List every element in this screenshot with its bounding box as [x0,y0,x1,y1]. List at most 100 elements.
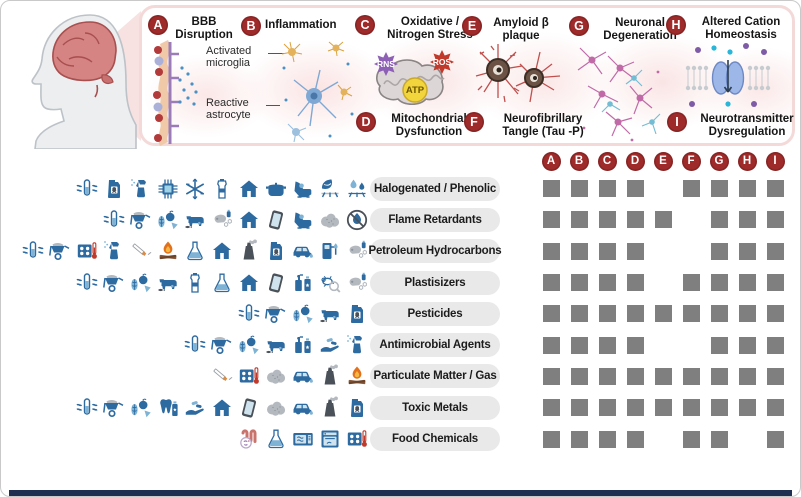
reactive-astrocyte-leader-line [266,105,280,107]
mechanism-b: B Inflammation [241,16,337,36]
activated-microglia-leader-line [268,53,284,55]
matrix-row: Plastisizers [3,267,800,298]
water-test-icon [74,270,100,296]
cell-D [621,180,649,198]
cell-A [537,211,565,229]
cell-B [565,274,593,292]
column-slot-H: H [733,151,761,171]
stove-icon [236,363,262,389]
bottom-bar [9,490,792,496]
mechanism-marker-B [570,180,588,198]
cell-G [705,274,733,292]
house-icon [236,270,262,296]
bbb-disruption-illustration [153,40,198,146]
mechanism-e: E Amyloid β plaque [462,16,556,42]
cell-I [761,367,789,385]
stove-icon [344,426,370,452]
mechanism-marker-I [766,211,784,229]
amyloid-plaque-illustration [475,44,561,103]
column-letter-E: E [653,151,673,171]
mechanism-h-badge: H [666,15,686,35]
mechanism-marker-G [710,211,728,229]
row-label-pill: Pesticides [370,301,500,326]
mechanism-marker-A [542,211,560,229]
mechanism-c: C Oxidative / Nitrogen Stress [355,15,481,41]
cell-C [593,242,621,260]
spray-bottle-icon [344,332,370,358]
mechanism-marker-A [542,367,560,385]
cell-B [565,399,593,417]
mechanism-marker-A [542,430,560,448]
mechanism-marker-G [710,430,728,448]
factory-icon [317,363,343,389]
cell-G [705,336,733,354]
water-test-icon [74,176,100,202]
cell-H [733,242,761,260]
mitochondria-illustration [374,50,454,106]
cell-C [593,180,621,198]
mechanism-marker-A [542,274,560,292]
cell-G [705,399,733,417]
mechanism-g: G Neuronal Degeneration [569,16,687,42]
row-label-pill: Antimicrobial Agents [370,333,500,358]
cell-I [761,399,789,417]
cell-G [705,242,733,260]
column-slot-E: E [649,151,677,171]
wheelbarrow-icon [128,207,154,233]
mechanism-marker-D [626,336,644,354]
produce-icon [155,207,181,233]
no-flame-icon [344,207,370,233]
cell-D [621,211,649,229]
mechanism-marker-C [598,180,616,198]
produce-icon [128,395,154,421]
mechanism-marker-D [626,180,644,198]
cell-C [593,367,621,385]
cell-F [677,399,705,417]
head-brain-illustration [31,14,137,149]
column-slot-G: G [705,151,733,171]
source-icons [3,270,370,296]
cell-G [705,367,733,385]
column-letter-D: D [625,151,645,171]
cell-C [593,211,621,229]
mechanism-marker-E [654,367,672,385]
source-icons [3,238,370,264]
mechanism-f-label: Neurofibrillary Tangle (Tau -P) [502,113,584,138]
mechanism-i: I Neurotransmitter Dysregulation [667,112,800,138]
neuronal-degeneration-illustration [577,47,661,142]
source-icons [3,363,370,389]
source-icons [3,301,370,327]
cell-H [733,336,761,354]
cell-B [565,211,593,229]
matrix-row: Antimicrobial Agents [3,329,800,360]
campfire-icon [344,363,370,389]
produce-icon [290,301,316,327]
car-icon [290,363,316,389]
factory-icon [236,238,262,264]
mechanism-marker-C [598,211,616,229]
cell-C [593,305,621,323]
spray-bottle-icon [128,176,154,202]
cell-H [733,180,761,198]
hand-pills-icon [182,395,208,421]
milk-carton-icon [182,270,208,296]
microwave-icon [290,426,316,452]
cell-I [761,211,789,229]
cell-F [677,430,705,448]
cell-C [593,336,621,354]
mechanism-marker-A [542,180,560,198]
mechanism-marker-C [598,242,616,260]
row-label-pill: Halogenated / Phenolic [370,176,500,201]
cell-G [705,430,733,448]
column-letter-I: I [765,151,785,171]
mechanism-marker-B [570,367,588,385]
car-icon [290,395,316,421]
microchip-icon [155,176,181,202]
spray-bottle-icon [101,238,127,264]
column-letter-G: G [709,151,729,171]
mechanism-i-badge: I [667,112,687,132]
matrix-row: Flame Retardants [3,204,800,235]
